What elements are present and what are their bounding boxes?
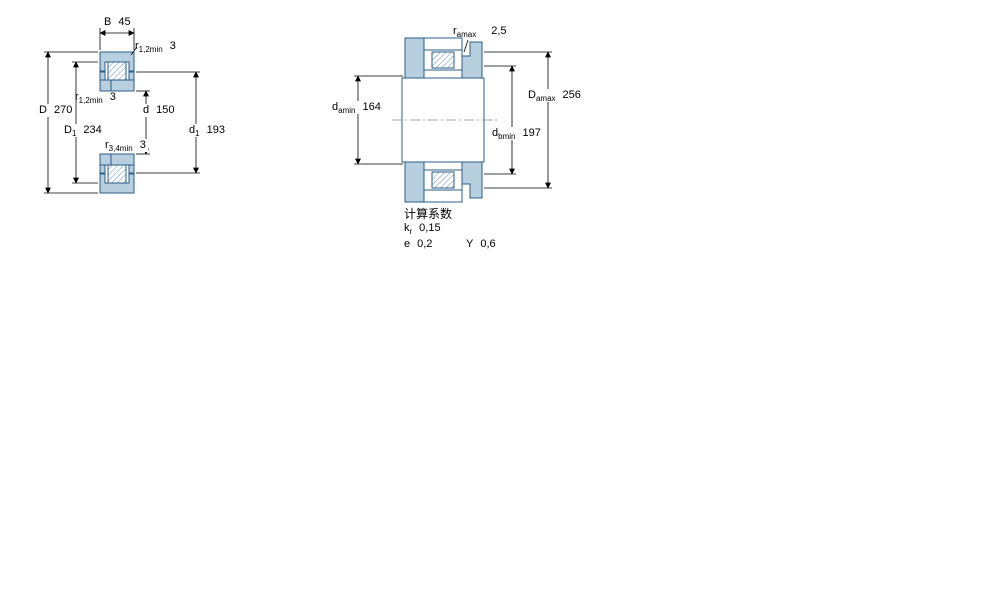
dim-symbol: r: [105, 139, 109, 151]
inner-ring-top: [99, 79, 135, 92]
inner-ring-flange: [128, 71, 135, 81]
roller-top: [107, 61, 127, 81]
right-view-cross-section: [392, 37, 498, 203]
inner-ring-flange: [99, 71, 106, 81]
dim-subscript: 1: [195, 129, 200, 138]
dim-subscript: 1,2min: [78, 96, 103, 105]
dim-label-dbmin: dbmin 197: [490, 127, 543, 141]
leader-line-r12: [130, 46, 138, 56]
dim-label-r34min: r3,4min 3: [103, 139, 148, 153]
roller-bottom: [107, 164, 127, 184]
dim-symbol: D: [528, 89, 536, 101]
left-view-cross-section: [99, 51, 135, 194]
dim-subscript: 3,4min: [108, 144, 133, 153]
dim-label-d: d 150: [141, 104, 177, 117]
factor-subscript: r: [409, 227, 413, 236]
factor-e: e 0,2: [404, 238, 432, 251]
abutment-collar-top: [404, 37, 425, 79]
dim-value: 3: [169, 40, 176, 52]
dim-value: 3: [139, 139, 146, 151]
dim-subscript: amin: [338, 106, 356, 115]
dim-value: 3: [109, 91, 116, 103]
dim-label-damin: damin 164: [330, 101, 383, 115]
factor-value: 0,15: [419, 222, 441, 234]
calculation-factors-title: 计算系数: [404, 207, 453, 221]
dim-subscript: amax: [535, 94, 556, 103]
dim-symbol: r: [75, 91, 79, 103]
shoulder-step-bottom: [461, 161, 483, 199]
factor-symbol: k: [404, 222, 410, 234]
dim-subscript: amax: [456, 30, 477, 39]
factor-kr: kr 0,15: [404, 222, 441, 236]
dim-symbol: B: [104, 16, 112, 28]
dim-symbol: D: [39, 104, 47, 116]
dim-symbol: d: [143, 104, 150, 116]
roller-top: [431, 51, 455, 69]
bearing-outline-top: [423, 37, 463, 79]
inner-ring-bottom: [99, 153, 135, 166]
dim-symbol: d: [189, 124, 196, 136]
dim-value: 164: [362, 101, 381, 113]
dim-subscript: bmin: [498, 132, 516, 141]
leader-line-ramax: [463, 39, 469, 53]
factor-Y: Y 0,6: [466, 238, 496, 251]
dim-value: 2,5: [491, 25, 507, 37]
dim-symbol: d: [332, 101, 339, 113]
dim-label-D: D 270: [37, 104, 75, 117]
inner-ring-flange: [99, 164, 106, 174]
factor-symbol: e: [404, 238, 411, 250]
dim-subscript: 1: [71, 129, 77, 138]
dim-subscript: 1,2min: [138, 45, 163, 54]
dim-value: 270: [53, 104, 73, 116]
dim-label-r12min-side: r1,2min 3: [75, 91, 116, 105]
dim-symbol: r: [453, 25, 457, 37]
factor-value: 0,2: [417, 238, 433, 250]
shoulder-step-top: [461, 41, 483, 79]
inner-ring-flange: [128, 164, 135, 174]
right-view-dimension-lines: [354, 39, 552, 189]
bearing-outline-bottom: [423, 161, 463, 203]
dim-value: 197: [522, 127, 541, 139]
dim-value: 150: [156, 104, 175, 116]
dim-symbol: d: [492, 127, 499, 139]
dim-label-ramax: ramax 2,5: [453, 25, 507, 39]
dim-symbol: D: [64, 124, 72, 136]
dim-label-d1: d1 193: [187, 124, 227, 138]
roller-bottom: [431, 171, 455, 189]
dim-value: 193: [206, 124, 225, 136]
dim-label-r12min-top: r1,2min 3: [135, 40, 176, 54]
dim-label-B: B 45: [104, 16, 131, 29]
dim-value: 234: [83, 124, 102, 136]
outer-ring-bottom: [99, 173, 135, 194]
factor-symbol: Y: [466, 238, 474, 250]
dim-value: 45: [118, 16, 131, 28]
abutment-collar-bottom: [404, 161, 425, 203]
dim-label-Damax: Damax 256: [526, 89, 583, 103]
dim-value: 256: [562, 89, 581, 101]
dim-label-D1: D1 234: [62, 124, 104, 138]
left-view-dimension-lines: [44, 28, 200, 194]
factor-value: 0,6: [480, 238, 496, 250]
dim-symbol: r: [135, 40, 139, 52]
